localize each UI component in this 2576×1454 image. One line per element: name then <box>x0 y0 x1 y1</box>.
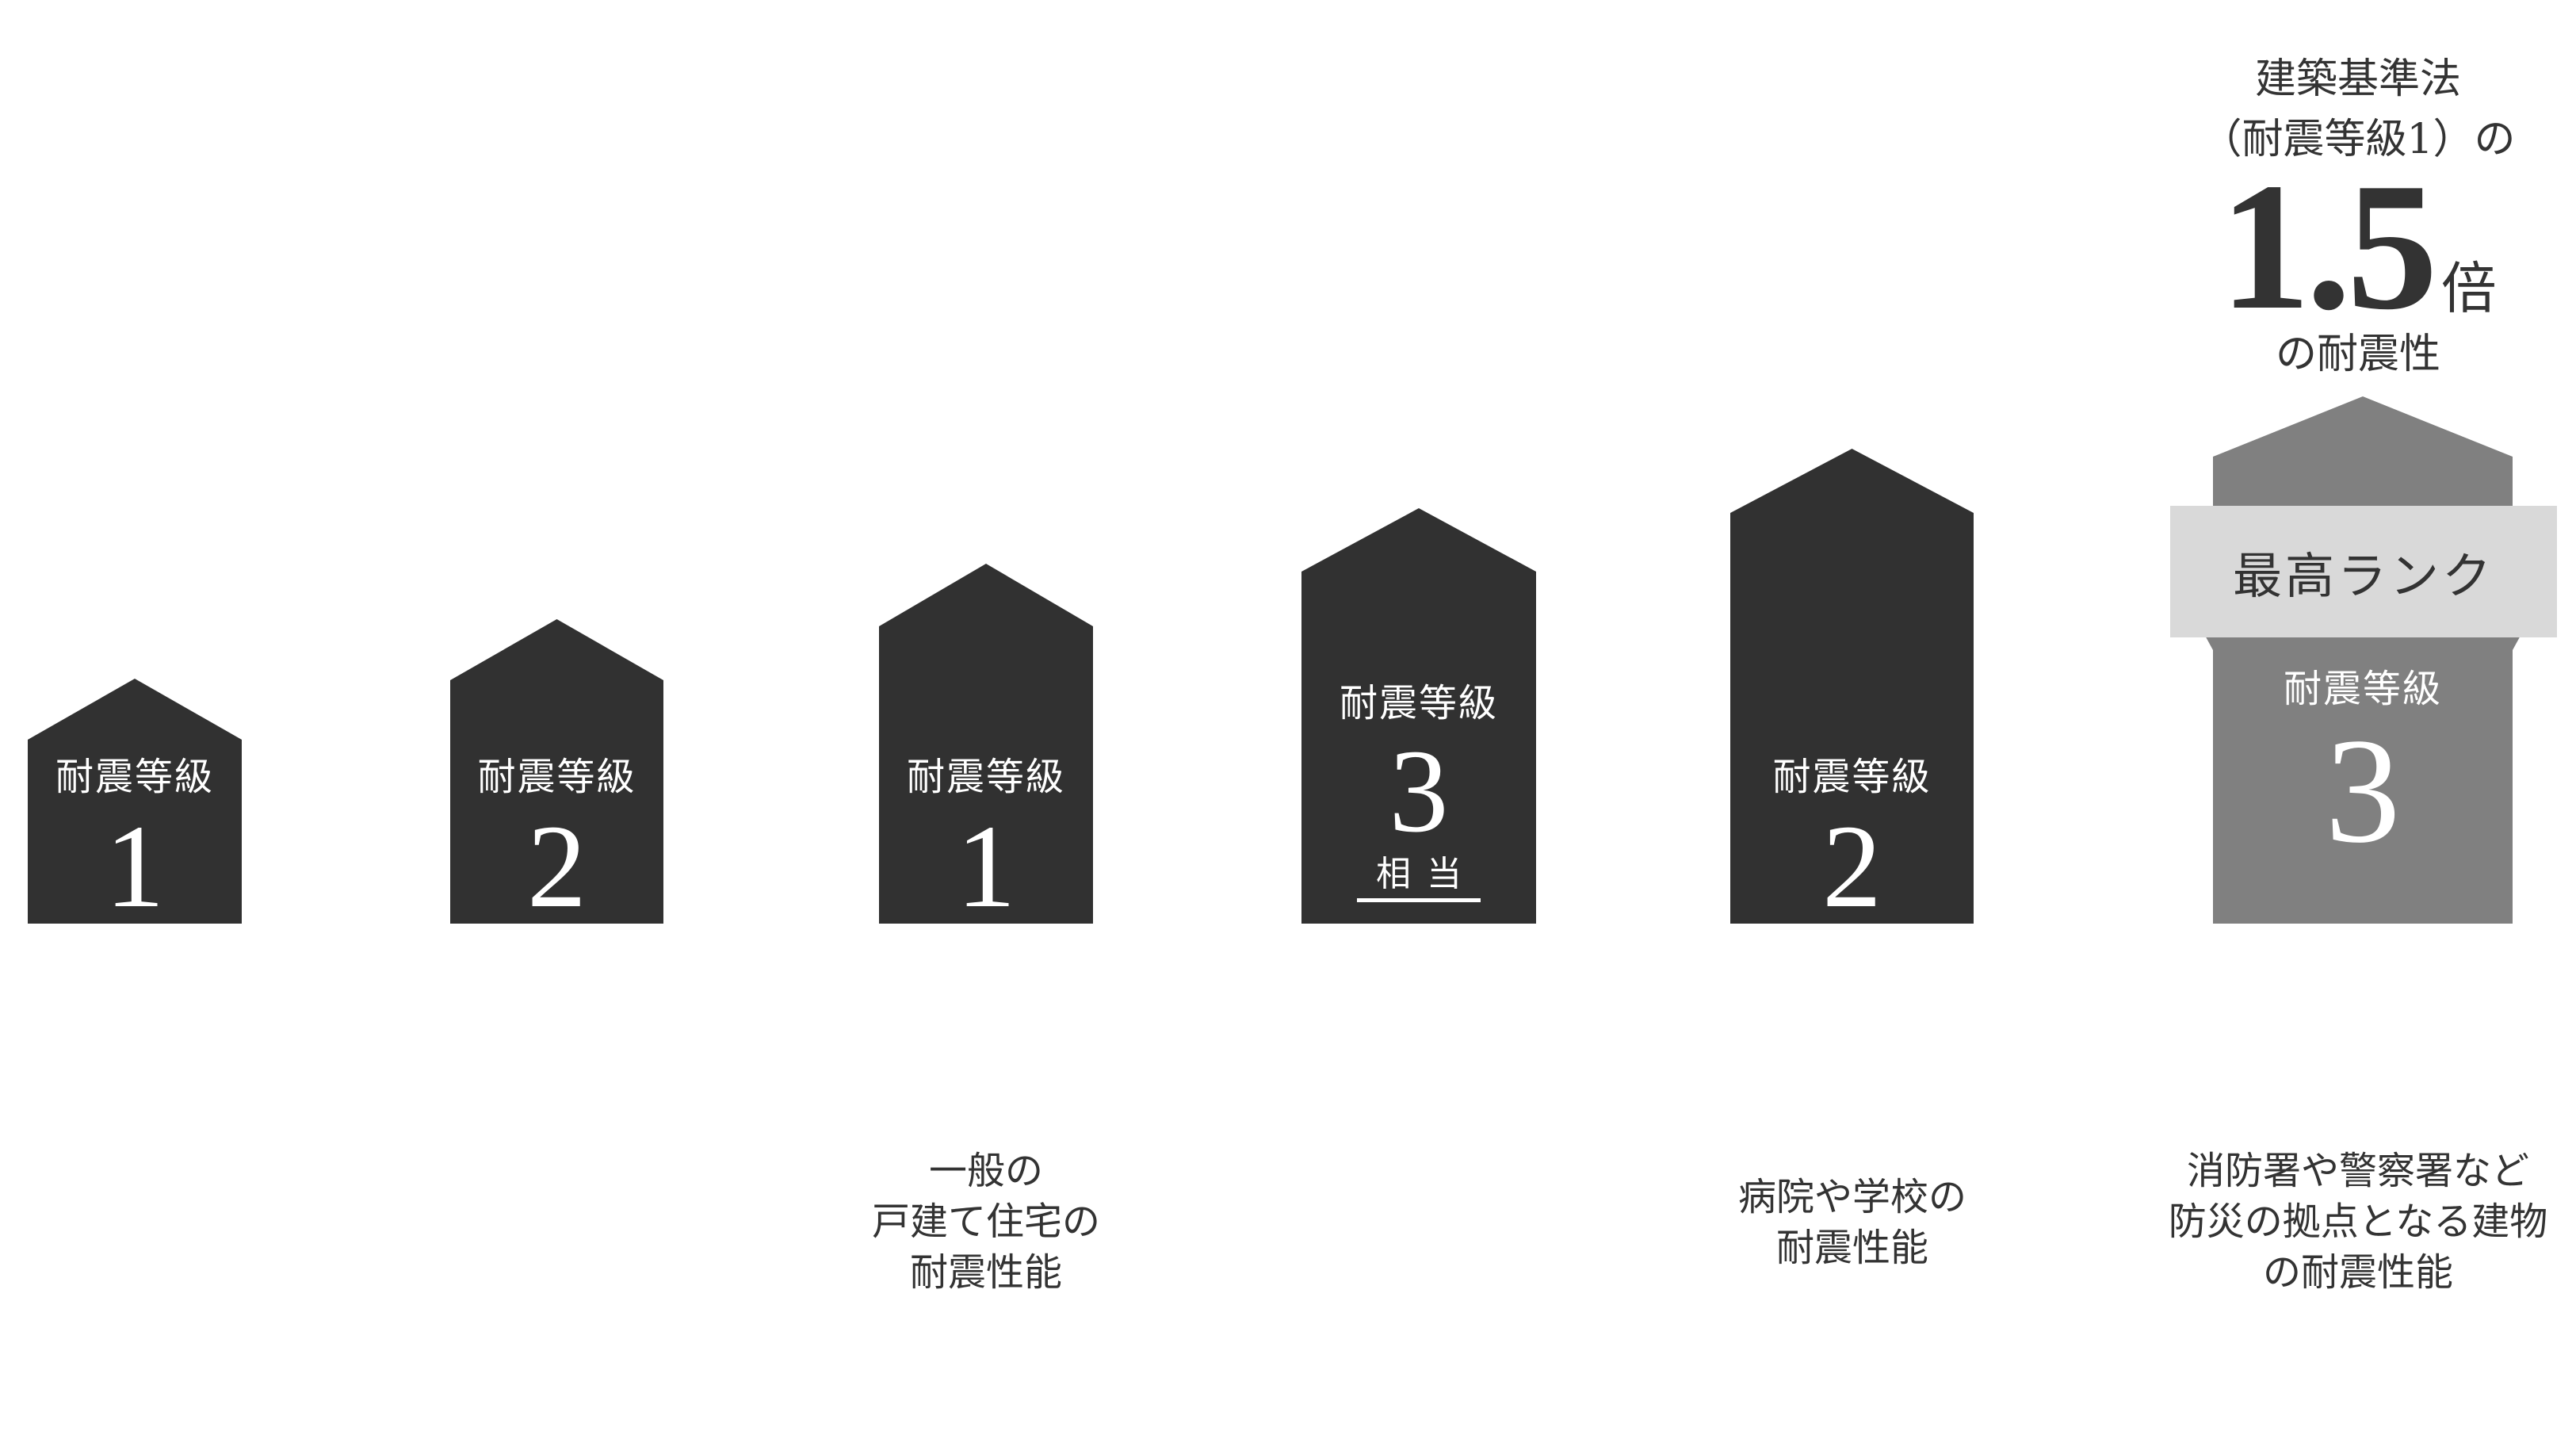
caption-line: 消防署や警察署など <box>2186 1149 2529 1193</box>
house-label: 耐震等級 <box>477 755 636 799</box>
caption-hospital-school: 病院や学校の 耐震性能 <box>1694 1172 2011 1273</box>
caption-line: の耐震性能 <box>2262 1250 2453 1295</box>
headline-unit: 倍 <box>2440 256 2497 321</box>
house-grade-2-basic: 耐震等級 2 <box>450 619 663 932</box>
house-grade-3-equivalent: 耐震等級 3 相当 <box>1301 508 1536 924</box>
house-shape-icon <box>1730 449 1974 924</box>
house-label: 耐震等級 <box>55 755 214 799</box>
house-shape-icon <box>450 619 663 924</box>
house-label: 耐震等級 <box>1339 681 1498 725</box>
caption-disaster-base: 消防署や警察署など 防災の拠点となる建物 の耐震性能 <box>2140 1146 2576 1298</box>
house-grade: 2 <box>1822 801 1882 932</box>
house-label: 耐震等級 <box>2283 667 2442 711</box>
house-grade-2-public: 耐震等級 2 <box>1730 449 1974 932</box>
caption-detached-house: 一般の 戸建て住宅の 耐震性能 <box>827 1146 1145 1298</box>
top-rank-badge: 最高ランク <box>2170 506 2557 637</box>
caption-line: 耐震性能 <box>1775 1226 1928 1270</box>
house-grade-3-top-rank: 耐震等級 3 <box>2213 396 2513 924</box>
headline-line-1: 建築基準法 <box>2254 55 2461 103</box>
house-grade: 2 <box>527 801 587 932</box>
house-shape-icon <box>1301 508 1536 924</box>
house-label: 耐震等級 <box>1772 755 1932 799</box>
headline-line-2: （耐震等級1）の <box>2200 116 2516 163</box>
caption-line: 耐震性能 <box>909 1250 1062 1295</box>
caption-line: 戸建て住宅の <box>871 1200 1100 1244</box>
house-grade: 3 <box>1389 725 1449 857</box>
house-shape-icon <box>879 564 1093 924</box>
house-label: 耐震等級 <box>906 755 1065 799</box>
house-grade: 3 <box>2325 708 2401 874</box>
caption-line: 一般の <box>928 1149 1043 1193</box>
house-grade: 1 <box>956 801 1016 932</box>
house-shape-icon <box>28 679 242 924</box>
caption-line: 病院や学校の <box>1737 1175 1966 1219</box>
house-grade: 1 <box>105 801 165 932</box>
headline-big-number: 1.5 <box>2219 145 2437 347</box>
headline-line-4: の耐震性 <box>2275 331 2440 378</box>
house-grade-1-basic: 耐震等級 1 <box>28 679 242 932</box>
house-equivalent-label: 相当 <box>1357 855 1481 903</box>
caption-line: 防災の拠点となる建物 <box>2168 1200 2548 1244</box>
house-grade-1-detached: 耐震等級 1 <box>879 564 1093 932</box>
